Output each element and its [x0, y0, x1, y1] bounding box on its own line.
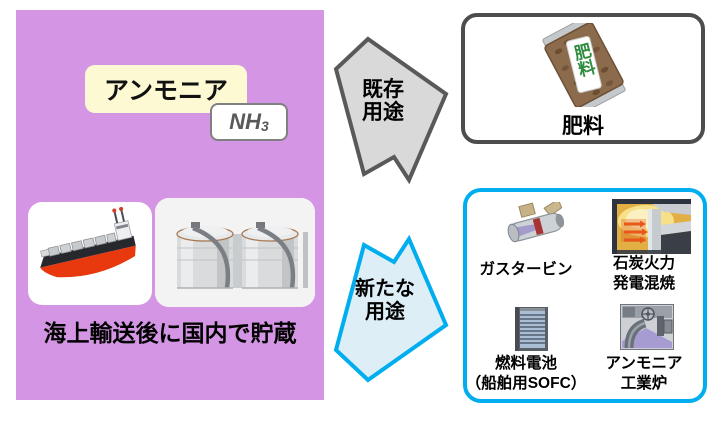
new-arrow-shape — [333, 234, 449, 383]
gas-turbine-label: ガスタービン — [479, 261, 573, 278]
ammonia-title-box: アンモニア — [85, 65, 247, 113]
fertilizer-bag-icon: 肥料 — [542, 23, 626, 107]
ship-image — [40, 206, 136, 278]
fertilizer-label: 肥料 — [562, 115, 604, 138]
ship-photo-card — [28, 202, 152, 305]
new-uses-arrow: 新たな 用途 — [330, 224, 452, 392]
formula-main: NH — [229, 109, 261, 134]
fuel-cell-icon — [515, 307, 548, 351]
new-uses-box: ガスタービン 石炭火力 発電混焼 — [463, 188, 707, 403]
ammonia-title: アンモニア — [103, 77, 228, 105]
ammonia-furnace-label: アンモニア 工業炉 — [605, 355, 683, 392]
existing-uses-arrow: 既存 用途 — [330, 27, 452, 195]
new-arrow-label: 新たな 用途 — [355, 278, 415, 323]
existing-arrow-shape — [333, 36, 449, 185]
gas-turbine-icon — [507, 202, 565, 243]
panel-caption: 海上輸送後に国内で貯蔵 — [43, 320, 297, 346]
formula-subscript: 3 — [260, 118, 269, 134]
coal-cofiring-image — [612, 199, 691, 254]
existing-uses-box: 肥料 肥料 — [461, 13, 705, 144]
storage-tanks-image — [155, 198, 315, 307]
coal-cofiring-label: 石炭火力 発電混焼 — [612, 255, 675, 292]
fuel-cell-label: 燃料電池 （船舶用SOFC） — [465, 355, 587, 392]
ammonia-furnace-icon — [620, 304, 674, 350]
existing-arrow-label: 既存 用途 — [362, 78, 404, 124]
storage-tanks-card — [155, 198, 315, 307]
